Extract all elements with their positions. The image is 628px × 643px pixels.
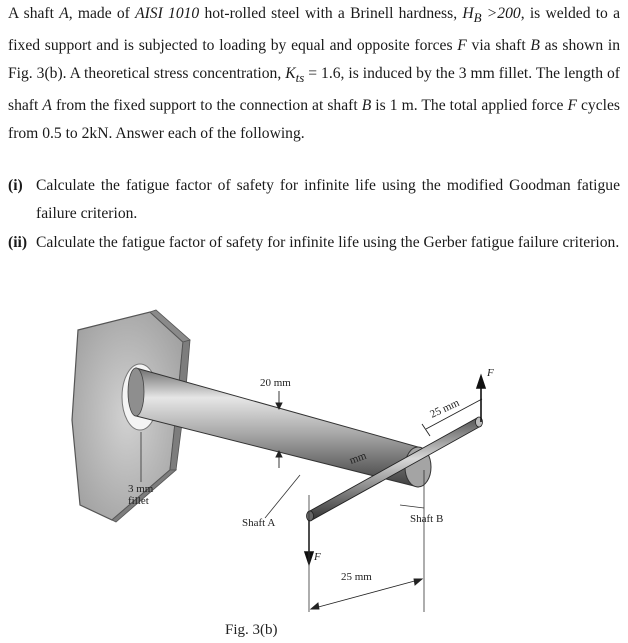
shaft-b — [306, 416, 483, 522]
dim-20mm-label: 20 mm — [260, 377, 291, 389]
force-arrow-up — [475, 373, 487, 422]
figure-caption: Fig. 3(b) — [225, 622, 278, 638]
dim-mm-partial-label: mm — [348, 450, 369, 467]
dimension-20mm — [275, 391, 283, 468]
fillet-label-line2: fillet — [128, 495, 149, 507]
question-text: Calculate the fatigue factor of safety f… — [36, 234, 620, 251]
dim-25mm-bottom-label: 25 mm — [341, 571, 372, 583]
shaft-a-label: Shaft A — [242, 517, 275, 529]
leader-lines — [140, 432, 425, 612]
shaft-b-label: Shaft B — [410, 513, 443, 525]
dimension-25mm-bottom — [309, 578, 424, 610]
question-number: (i) — [8, 177, 23, 194]
force-bottom-label: F — [313, 551, 321, 563]
question-i: (i) Calculate the fatigue factor of safe… — [8, 172, 620, 228]
force-top-label: F — [486, 367, 494, 379]
question-ii: (ii) Calculate the fatigue factor of saf… — [8, 229, 620, 257]
dimension-25mm-top — [421, 398, 483, 437]
question-number: (ii) — [8, 234, 28, 251]
dim-25mm-top-label: 25 mm — [428, 397, 461, 421]
problem-statement: A shaft A, made of AISI 1010 hot-rolled … — [8, 5, 621, 143]
fillet-label-line1: 3 mm — [128, 483, 154, 495]
question-text: Calculate the fatigue factor of safety f… — [36, 177, 620, 222]
